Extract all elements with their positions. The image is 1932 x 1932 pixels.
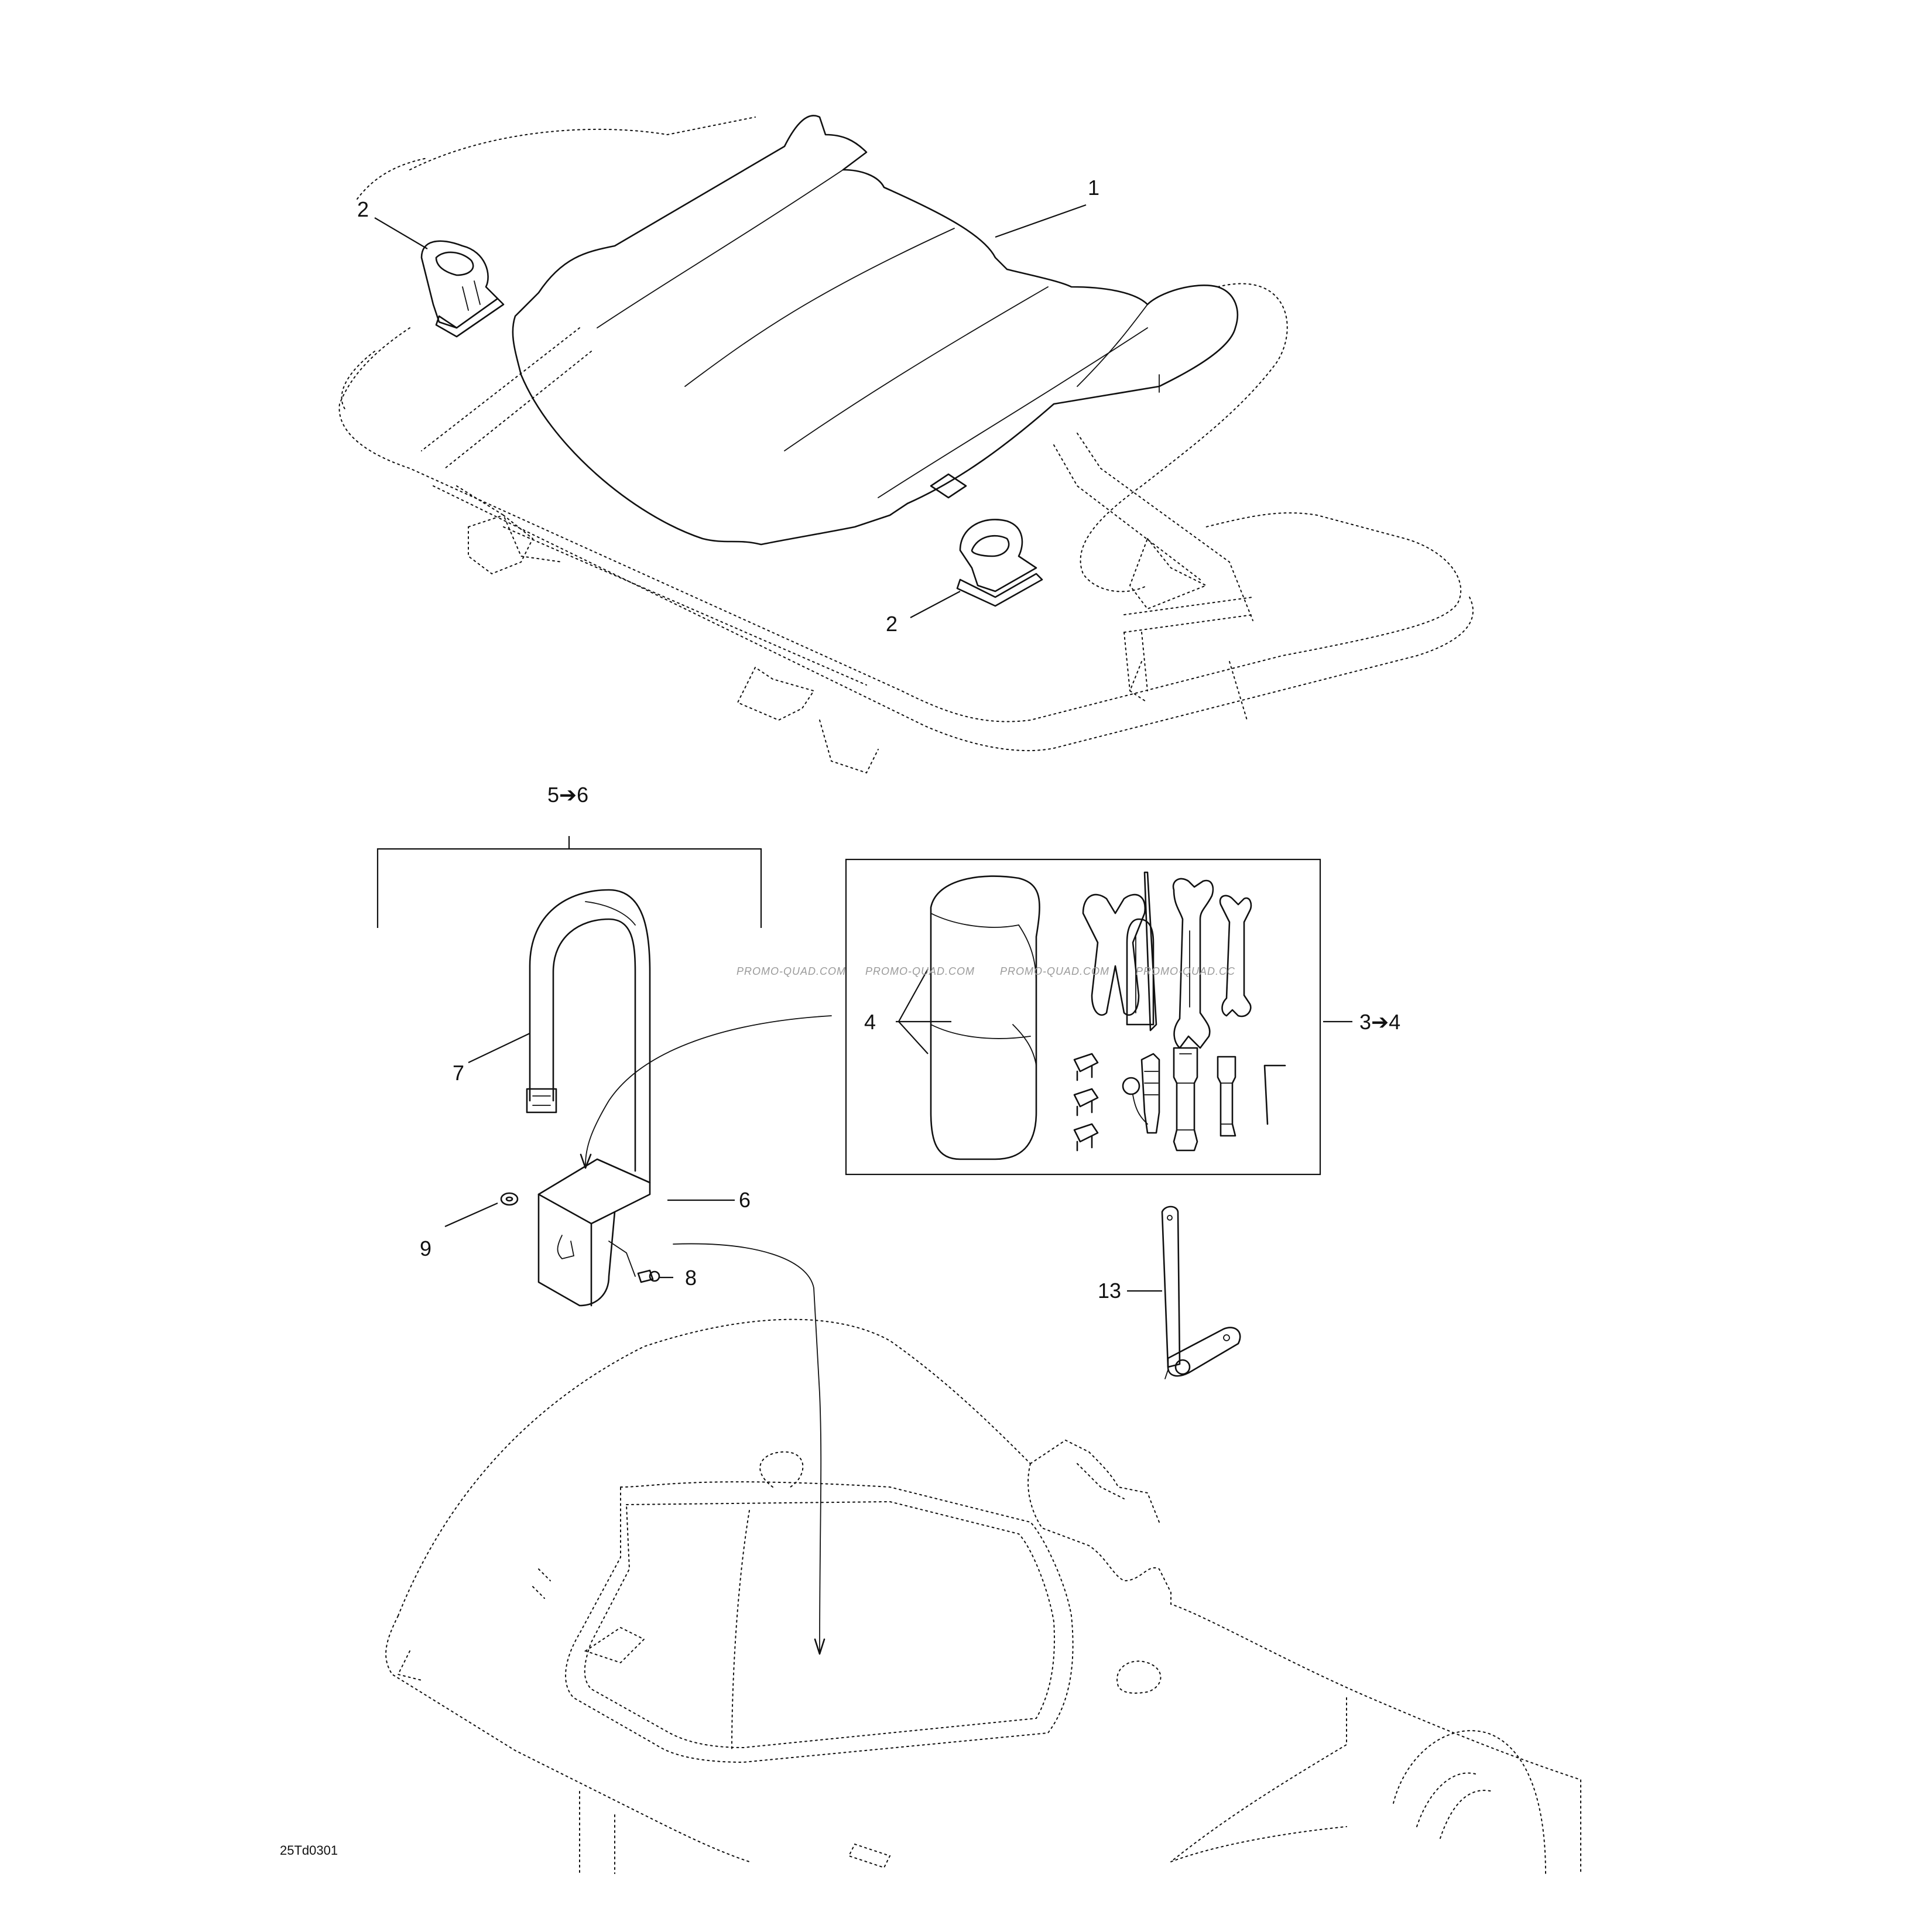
bumper-part-2-upper [420, 240, 505, 338]
spark-plug-gauge-icon [1122, 1053, 1160, 1134]
screw-part-8 [637, 1269, 660, 1283]
seat-cushion-part-1 [512, 115, 1288, 592]
tool-kit-box [845, 858, 1321, 1176]
washer-part-9 [500, 1192, 519, 1206]
callout-13: 13 [1098, 1279, 1121, 1303]
tool-part-13 [1161, 1205, 1241, 1379]
assembly-bracket-5-6 [376, 836, 762, 928]
screwdriver-icon [1126, 871, 1157, 1032]
hex-key-icon [1263, 1064, 1286, 1125]
leader-lines [374, 204, 1352, 1292]
fuses-icon [1073, 1053, 1099, 1152]
watermark-3: PROMO-QUAD.COM [1000, 965, 1109, 977]
rear-rack-frame [338, 117, 1474, 774]
install-arrows [580, 1015, 832, 1655]
wrench-large-icon [1172, 878, 1214, 1049]
callout-7: 7 [453, 1061, 464, 1085]
socket-wrench-large-icon [1173, 1047, 1198, 1152]
rear-fender-body [385, 1318, 1581, 1874]
drawing-code: 25Td0301 [280, 1843, 338, 1858]
callout-9: 9 [420, 1236, 431, 1260]
wrench-small-icon [1219, 895, 1252, 1018]
callout-2-lower: 2 [886, 612, 898, 636]
tool-bag-part-4 [930, 875, 1040, 1160]
socket-wrench-small-icon [1217, 1056, 1236, 1137]
bumper-part-2-lower [956, 519, 1043, 607]
callout-3-to-4: 3➔4 [1359, 1010, 1400, 1034]
bracket-part-6 [537, 1158, 651, 1307]
callout-8: 8 [685, 1266, 697, 1290]
callout-1: 1 [1088, 176, 1099, 200]
callout-4: 4 [864, 1010, 876, 1034]
pliers-icon [1082, 893, 1146, 1016]
watermark-2: PROMO-QUAD.COM [865, 965, 975, 977]
watermark-4: PROMO-QUAD.CC [1136, 965, 1235, 977]
callout-5-to-6: 5➔6 [547, 783, 588, 807]
callout-6: 6 [739, 1188, 751, 1212]
watermark-1: PROMO-QUAD.COM [737, 965, 846, 977]
callout-2-upper: 2 [357, 197, 369, 221]
strap-part-7 [526, 889, 651, 1184]
